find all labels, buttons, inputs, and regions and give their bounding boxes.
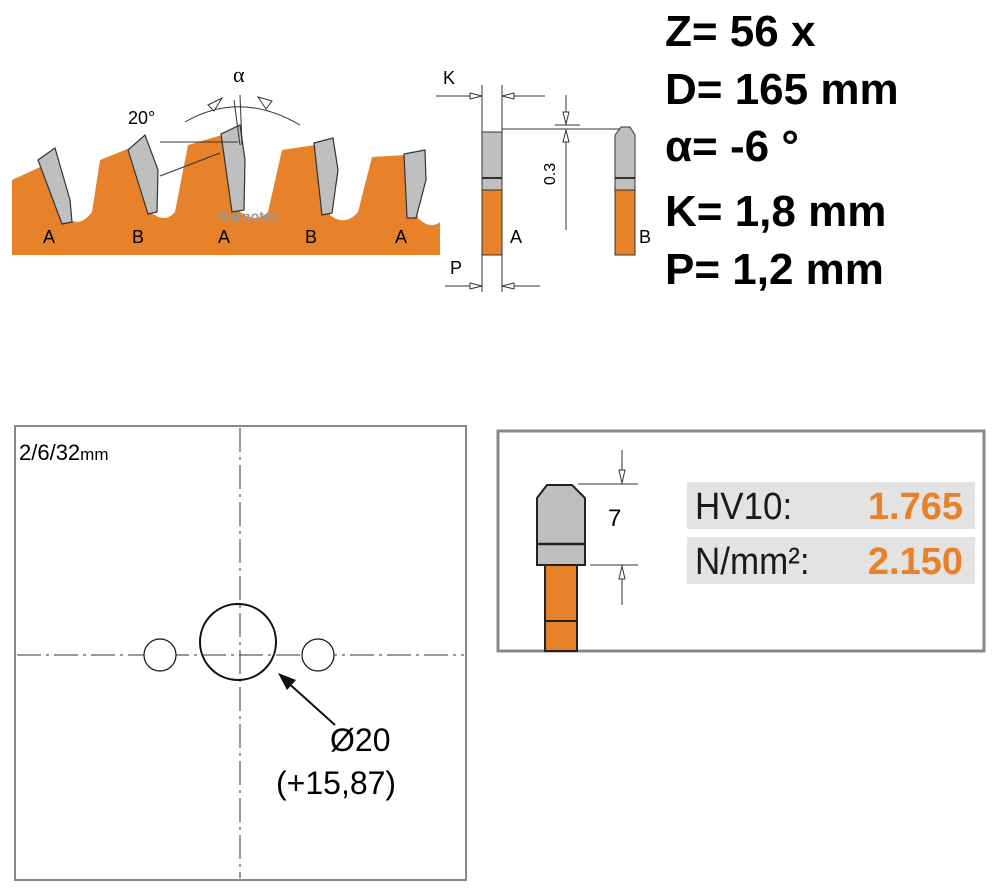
strength-value: 2.150: [867, 541, 963, 583]
tooth-label: B: [305, 227, 318, 247]
carbide-teeth: [37, 124, 427, 225]
tip-height-label: 7: [608, 505, 622, 532]
hardness-value: 1.765: [867, 486, 963, 528]
p-label: P: [450, 258, 463, 278]
profile-a-label: A: [510, 227, 523, 247]
pin-hole-right: [301, 638, 335, 672]
diameter-label: Ø20: [330, 722, 391, 758]
height-label: 0.3: [542, 162, 560, 186]
pinholes-unit: mm: [80, 445, 109, 464]
pinholes-label: 2/6/32mm: [19, 440, 109, 466]
kerf-width: K= 1,8 mm: [665, 187, 887, 236]
hardness-label: HV10:: [695, 486, 793, 528]
strength-label: N/mm²:: [695, 541, 810, 583]
hardness-row-hv10: HV10: 1.765: [687, 482, 975, 529]
hook-angle: α= -6 °: [665, 122, 799, 171]
blade-body: [12, 135, 440, 255]
hardness-row-strength: N/mm²: 2.150: [687, 537, 975, 584]
tooth-label: A: [43, 227, 56, 247]
tooth-label: B: [132, 227, 145, 247]
k-label: K: [443, 68, 456, 88]
alt-diameter-label: (+15,87): [276, 765, 397, 801]
pin-hole-left: [143, 638, 177, 672]
profile-b-label: B: [639, 227, 652, 247]
teeth-count: Z= 56 x: [665, 7, 816, 56]
alpha-label: α: [233, 62, 245, 87]
center-bore: [199, 603, 277, 681]
watermark: Garnotec: [218, 208, 280, 224]
plate-thickness: P= 1,2 mm: [665, 245, 884, 294]
angle-label: 20°: [128, 108, 156, 128]
diameter: D= 165 mm: [665, 65, 899, 114]
tooth-label: A: [218, 227, 231, 247]
pinholes-value: 2/6/32: [19, 440, 81, 465]
tooth-label: A: [395, 227, 408, 247]
